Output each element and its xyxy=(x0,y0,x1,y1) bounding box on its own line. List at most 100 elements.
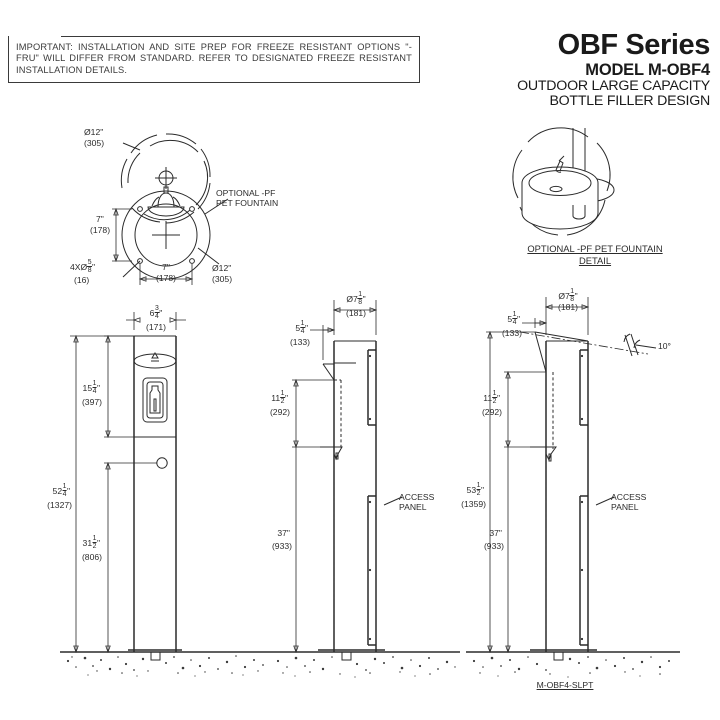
plan-horizontal-dim-in: 7" xyxy=(162,262,170,272)
title-block: OBF Series MODEL M-OBF4 OUTDOOR LARGE CA… xyxy=(450,30,710,110)
plan-horizontal-dim-mm: (178) xyxy=(155,273,177,283)
anchor-dia-denominator: 8 xyxy=(87,266,93,274)
slpt-dim-projection xyxy=(522,318,548,328)
side-spout-numerator: 1 xyxy=(280,390,285,397)
slpt-spout-profile xyxy=(530,331,557,652)
front-dim-overall-height xyxy=(70,334,134,654)
plan-dia-top-in: Ø12" xyxy=(84,127,104,137)
slpt-bubbler-in: 37" xyxy=(489,528,502,538)
front-button-whole: 31 xyxy=(82,537,93,548)
subtitle-line-2: BOTTLE FILLER DESIGN xyxy=(549,93,710,110)
slpt-overall-numerator: 1 xyxy=(476,482,481,489)
side-dia-numerator: 1 xyxy=(358,291,363,298)
slpt-ground-hatch xyxy=(472,656,670,678)
side-bubbler-mm: (933) xyxy=(271,541,292,551)
front-button-numerator: 1 xyxy=(92,535,97,542)
front-dim-button-height xyxy=(76,461,157,654)
front-overall-whole: 52 xyxy=(52,485,63,496)
side-dim-diameter xyxy=(332,300,378,335)
front-dim-width xyxy=(126,312,186,330)
slpt-bubbler-mm: (933) xyxy=(483,541,504,551)
slpt-proj-denominator: 4 xyxy=(512,318,517,326)
pet-detail-caption-line-2: DETAIL xyxy=(578,255,612,266)
anchor-dia-symbol: Ø xyxy=(80,261,88,272)
plan-dia-bottom-in: Ø12" xyxy=(212,263,232,273)
front-width-unit: " xyxy=(159,307,163,318)
front-button-mm: (806) xyxy=(81,552,102,562)
side-spout-unit: " xyxy=(284,392,288,403)
anchor-dia-numerator: 5 xyxy=(87,259,92,266)
slpt-overall-whole: 53 xyxy=(466,484,477,495)
slpt-overall-denominator: 2 xyxy=(476,489,481,497)
front-ground-hatch xyxy=(66,655,264,677)
slpt-spout-mm: (292) xyxy=(481,407,502,417)
slpt-projection-mm: (133) xyxy=(501,328,522,338)
plan-dia-bottom-mm: (305) xyxy=(212,274,233,284)
front-bottle-filler xyxy=(133,352,177,423)
front-width-whole: 6 xyxy=(149,307,155,318)
slpt-dim-bubbler-height xyxy=(505,447,511,654)
slpt-dia-symbol: Ø7 xyxy=(558,290,570,301)
plan-dim-vertical-7 xyxy=(112,207,132,263)
detail-pet-bowl xyxy=(521,155,599,230)
plan-anchor-dia-mm: (16) xyxy=(74,275,90,285)
subtitle-line-1: OUTDOOR LARGE CAPACITY xyxy=(517,78,710,94)
plan-dia-top-mm: (305) xyxy=(84,138,105,148)
plan-pet-fountain-icon xyxy=(147,186,185,217)
slpt-dia-numerator: 1 xyxy=(570,288,575,295)
front-overall-mm: (1327) xyxy=(47,500,72,510)
side-ground-hatch xyxy=(276,656,456,678)
important-note-text: IMPORTANT: INSTALLATION AND SITE PREP FO… xyxy=(16,42,412,75)
plan-vertical-dim-mm: (178) xyxy=(90,225,111,235)
side-leader-access-panel xyxy=(383,496,403,506)
plan-leader-anchor xyxy=(122,260,141,278)
slpt-access-panel-lower xyxy=(579,495,588,646)
slpt-dia-denominator: 8 xyxy=(569,295,575,303)
side-diameter-mm: (181) xyxy=(345,308,367,318)
front-button-unit: " xyxy=(96,537,100,548)
slpt-leader-angle xyxy=(635,344,657,349)
slpt-spout-whole: 11 xyxy=(483,392,493,403)
slpt-spout-denominator: 2 xyxy=(492,397,497,405)
slpt-overall-mm: (1359) xyxy=(461,499,486,509)
front-filler-whole: 15 xyxy=(82,382,93,393)
slpt-leader-access-panel xyxy=(595,496,615,506)
slpt-dim-spout-height xyxy=(504,370,546,449)
front-width-numerator: 3 xyxy=(154,305,159,312)
slpt-ground-line xyxy=(466,649,680,661)
front-width-mm: (171) xyxy=(145,322,167,332)
side-spout-denominator: 2 xyxy=(280,397,285,405)
slpt-dim-diameter xyxy=(544,297,590,335)
slpt-proj-numerator: 1 xyxy=(512,311,517,318)
slpt-proj-unit: " xyxy=(516,313,520,324)
drawing-number-label: M-OBF4-SLPT xyxy=(536,680,594,690)
side-access-panel-label: ACCESS PANEL xyxy=(399,492,435,513)
side-dia-unit: " xyxy=(362,293,366,304)
slpt-access-panel-upper xyxy=(579,349,588,426)
plan-dim-horizontal-7 xyxy=(138,264,194,285)
slpt-dim-overall-height xyxy=(486,330,535,654)
plan-pet-fountain-callout: OPTIONAL -PF PET FOUNTAIN xyxy=(216,188,279,209)
slpt-spout-unit: " xyxy=(496,392,500,403)
plan-pet-circle xyxy=(120,133,211,224)
plan-vertical-dim-in: 7" xyxy=(96,214,104,224)
side-access-panel-upper xyxy=(367,349,376,426)
slpt-spout-numerator: 1 xyxy=(492,390,497,397)
